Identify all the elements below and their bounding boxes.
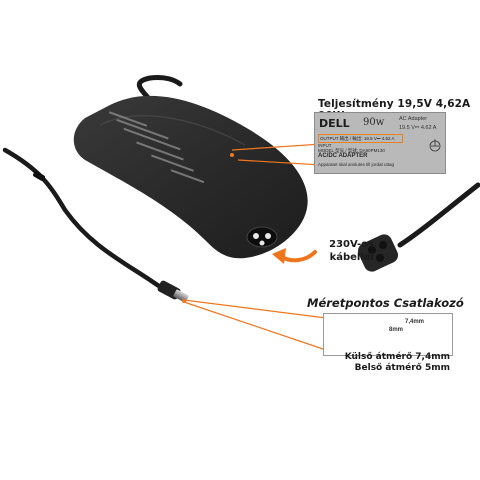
diameter-text: Külső átmérő 7,4mm Belső átmérő 5mm	[338, 352, 450, 373]
socket-arrow-head	[272, 248, 286, 264]
cable-label-line-1: 230V-os	[329, 239, 374, 250]
label-callout-line	[231, 143, 323, 151]
ac-adapter-text: AC Adapter	[399, 116, 428, 122]
dc-cable-top	[136, 75, 183, 103]
ground-symbol-icon	[429, 139, 441, 152]
cable-label: 230V-os kábellel	[304, 238, 374, 264]
rating-label-closeup: DELL 90w AC Adapter 19.5 V⎓ 4.62 A OUTPU…	[314, 112, 446, 174]
plug-detail-box	[323, 313, 453, 356]
plug-callout-line	[183, 299, 327, 319]
model-text: MODEL 型号 / 型號: DA90PM130	[318, 148, 385, 153]
adapter-highlight	[99, 115, 246, 146]
outer-diameter-text: Külső átmérő 7,4mm	[344, 352, 450, 362]
inner-dimension-label: 8mm	[389, 327, 404, 333]
cable-clip	[33, 171, 45, 181]
cable-label-line-2: kábellel	[329, 252, 374, 263]
fine-print-text: Apparatet skal anslutes till jordat utta…	[318, 162, 395, 167]
ac-cable	[397, 182, 480, 248]
input-text: INPUT	[318, 143, 332, 148]
ac-socket	[246, 226, 278, 248]
plug-callout-line-2	[183, 301, 327, 351]
inner-diameter-text: Belső átmérő 5mm	[354, 362, 450, 373]
plug-title: Méretpontos Csatlakozó	[307, 296, 464, 310]
output-text: OUTPUT 输出 / 輸出: 19.5 V⎓ 4.62 A	[318, 134, 403, 143]
outer-dimension-label: 7,4mm	[405, 319, 425, 325]
wattage-text: 90w	[363, 117, 385, 128]
rating-text: 19.5 V⎓ 4.62 A	[399, 125, 437, 131]
adapter-print	[108, 111, 205, 184]
label-callout-line-2	[237, 159, 323, 166]
brand-logo: DELL	[319, 117, 350, 130]
adapter-type-text: AC/DC ADAPTER	[318, 153, 368, 159]
ac-plug	[357, 234, 399, 272]
